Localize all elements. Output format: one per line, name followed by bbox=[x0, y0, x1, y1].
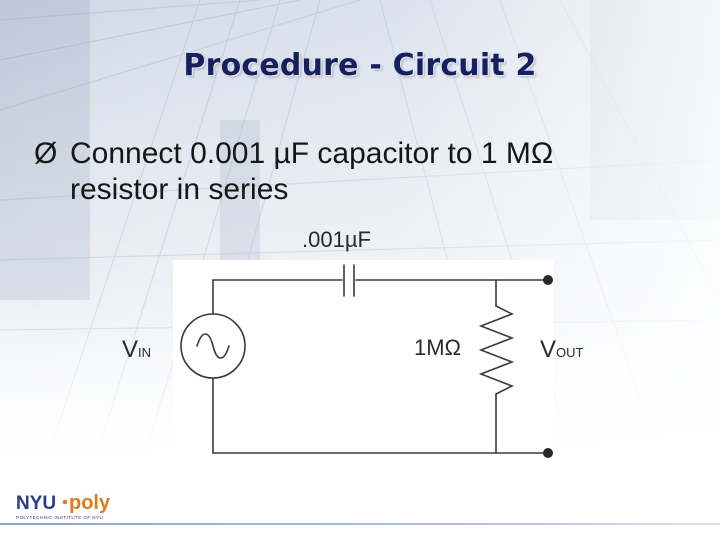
nyu-poly-logo: NYU poly POLYTECHNIC INSTITUTE OF NYU bbox=[16, 492, 111, 520]
source-label-main: V bbox=[122, 336, 138, 363]
bullet-item: Ø Connect 0.001 µF capacitor to 1 MΩ resi… bbox=[34, 136, 694, 208]
capacitor-label: .001µF bbox=[302, 227, 371, 252]
circuit-panel bbox=[173, 260, 553, 458]
source-label-sub: IN bbox=[138, 345, 151, 360]
output-terminal-bottom bbox=[543, 448, 553, 458]
bullet-arrow-icon: Ø bbox=[34, 137, 58, 170]
source-label: VIN bbox=[122, 336, 151, 363]
logo-nyu-text: NYU bbox=[16, 493, 56, 514]
output-label-main: V bbox=[540, 336, 556, 363]
bullet-text-2: resistor in series bbox=[70, 173, 289, 206]
logo-dot-icon bbox=[62, 499, 68, 505]
slide-title: Procedure - Circuit 2 bbox=[183, 48, 537, 83]
output-label-sub: OUT bbox=[556, 345, 584, 360]
logo-poly-text: poly bbox=[69, 492, 111, 514]
output-terminal-top bbox=[543, 275, 553, 285]
bullet-line-1: Ø Connect 0.001 µF capacitor to 1 MΩ bbox=[34, 136, 694, 172]
logo-tagline: POLYTECHNIC INSTITUTE OF NYU bbox=[16, 515, 103, 520]
resistor-label: 1MΩ bbox=[414, 335, 461, 360]
sine-wave-icon bbox=[196, 333, 230, 359]
resistor-zigzag bbox=[478, 305, 515, 395]
bullet-text-1: Connect 0.001 µF capacitor to 1 MΩ bbox=[70, 137, 554, 170]
output-label: VOUT bbox=[540, 336, 584, 363]
footer-divider bbox=[0, 523, 720, 525]
